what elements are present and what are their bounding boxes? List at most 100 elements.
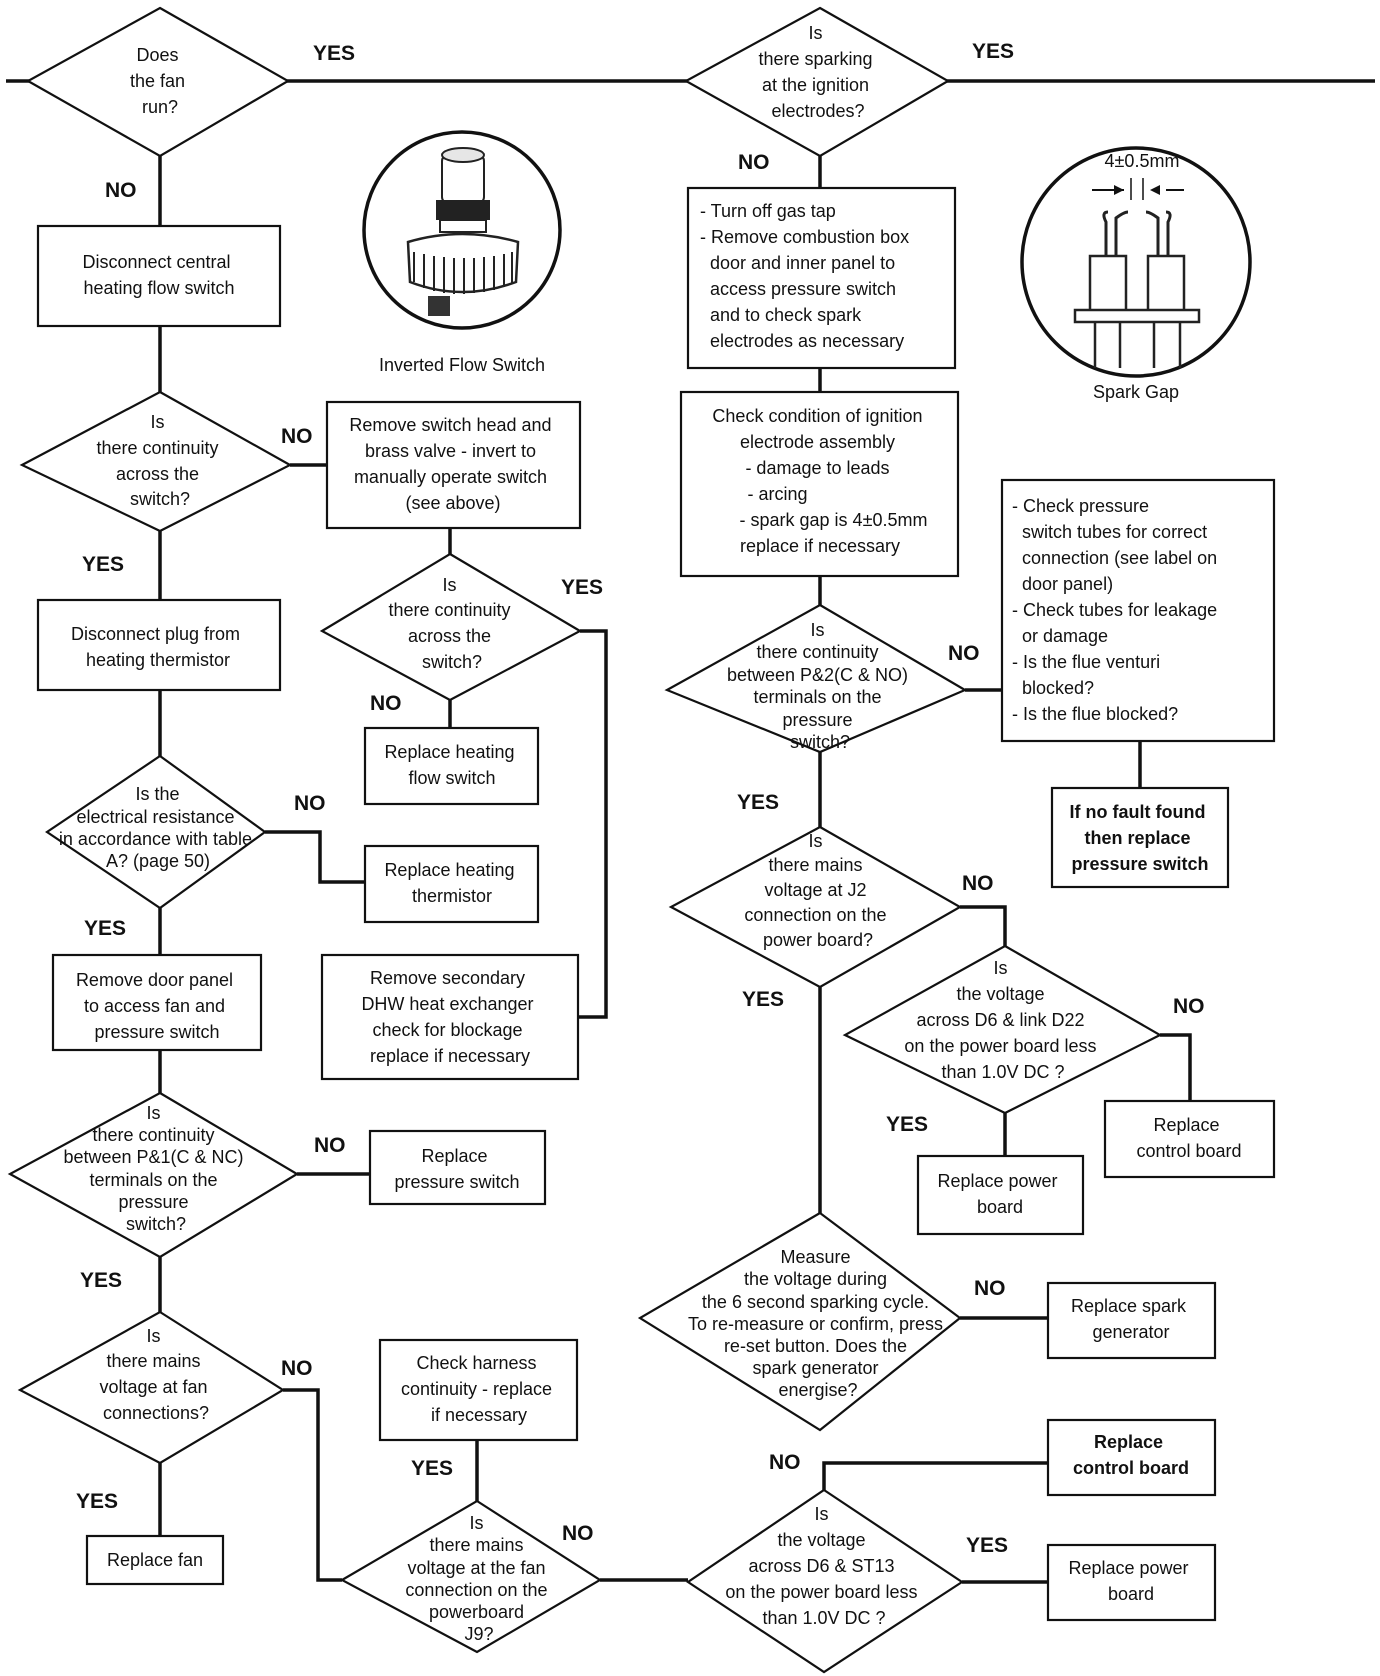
yes-label: YES — [561, 576, 603, 599]
no-label: NO — [948, 642, 980, 665]
box-no-fault-found-text: If no fault found then replace pressure … — [1070, 802, 1211, 874]
spark-gap-dimension: 4±0.5mm — [1105, 151, 1180, 171]
decision-fan-run — [25, 6, 291, 158]
no-label: NO — [962, 872, 994, 895]
no-label: NO — [769, 1451, 801, 1474]
yes-label: YES — [972, 40, 1014, 63]
yes-label: YES — [411, 1457, 453, 1480]
decision-mains-j9-text: Is there mains voltage at the fan connec… — [405, 1513, 552, 1644]
no-label: NO — [562, 1522, 594, 1545]
no-label: NO — [281, 425, 313, 448]
box-replace-control-board-1 — [1103, 1099, 1276, 1179]
box-turn-off-gas-text: - Turn off gas tap - Remove combustion b… — [0, 0, 944, 351]
flow-switch-icon — [406, 147, 520, 316]
yes-label: YES — [76, 1490, 118, 1513]
no-label: NO — [370, 692, 402, 715]
no-label: NO — [1173, 995, 1205, 1018]
box-replace-flow-switch — [363, 726, 540, 806]
box-check-tubes — [1000, 478, 1276, 743]
box-replace-spark-generator-text: Replace spark generator — [1071, 1296, 1191, 1342]
spark-gap-icon — [1073, 178, 1201, 368]
decision-continuity-p2-text: Is there continuity between P&2(C & NO) … — [727, 620, 913, 752]
box-replace-thermistor-text: Replace heating thermistor — [384, 860, 519, 906]
box-replace-spark-generator — [1046, 1281, 1217, 1360]
box-remove-secondary — [320, 953, 580, 1081]
decision-continuity-p1-text: Is there continuity between P&1(C & NC) … — [63, 1103, 248, 1234]
box-replace-power-board-1 — [916, 1154, 1085, 1236]
no-label: NO — [294, 792, 326, 815]
box-check-condition — [679, 390, 960, 578]
box-replace-power-board-2-text: Replace power board — [1068, 1558, 1193, 1604]
no-label: NO — [105, 179, 137, 202]
box-check-harness-text: Check harness continuity - replace if ne… — [401, 1353, 557, 1425]
decision-mains-fan — [17, 1310, 286, 1465]
box-check-tubes-text: - Check pressure switch tubes for correc… — [0, 0, 1252, 724]
yes-label: YES — [313, 42, 355, 65]
decision-fan-run-text: Does the fan run? — [130, 45, 190, 117]
yes-label: YES — [742, 988, 784, 1011]
yes-label: YES — [737, 791, 779, 814]
decision-mains-fan-text: Is there mains voltage at fan connection… — [99, 1326, 212, 1423]
box-replace-control-board-1-text: Replace control board — [1136, 1115, 1241, 1161]
yes-label: YES — [886, 1113, 928, 1136]
decision-d6-d22-text: Is the voltage across D6 & link D22 on t… — [904, 958, 1101, 1082]
box-replace-pressure-switch — [368, 1129, 547, 1206]
box-check-condition-text: Check condition of ignition electrode as… — [712, 406, 932, 556]
spark-gap-illustration: 4±0.5mm Spark Gap — [1020, 146, 1252, 402]
box-replace-pressure-switch-text: Replace pressure switch — [394, 1146, 519, 1192]
action-shapes — [36, 186, 1276, 1622]
decision-sparking — [683, 6, 951, 158]
spark-gap-caption: Spark Gap — [1093, 382, 1179, 402]
decision-continuity-p2 — [664, 603, 968, 754]
box-no-fault-found — [1050, 786, 1230, 889]
no-label: NO — [281, 1357, 313, 1380]
box-disconnect-flow-switch-text: Disconnect central heating flow switch — [82, 252, 235, 298]
no-label: NO — [738, 151, 770, 174]
decision-d6-st13-text: Is the voltage across D6 & ST13 on the p… — [725, 1504, 922, 1628]
no-label: NO — [974, 1277, 1006, 1300]
box-replace-fan-text: Replace fan — [107, 1550, 203, 1570]
decision-resistance — [45, 754, 267, 910]
edge-labels: YES YES NO NO NO YES YES NO NO YES NO YE… — [76, 40, 1205, 1557]
box-replace-power-board-1-text: Replace power board — [937, 1171, 1062, 1217]
decision-mains-j2 — [668, 825, 963, 989]
box-disconnect-flow-switch — [36, 224, 282, 328]
decision-sparking-text: Is there sparking at the ignition electr… — [758, 23, 877, 121]
box-replace-control-board-2-text: Replace control board — [1073, 1432, 1189, 1478]
decision-continuity-switch-text: Is there continuity across the switch? — [96, 412, 223, 509]
box-replace-power-board-2 — [1046, 1543, 1217, 1622]
box-disconnect-plug-text: Disconnect plug from heating thermistor — [71, 624, 245, 670]
box-disconnect-plug — [36, 598, 282, 692]
decision-d6-st13 — [686, 1488, 964, 1674]
decision-continuity-switch-2-text: Is there continuity across the switch? — [388, 575, 515, 672]
no-label: NO — [314, 1134, 346, 1157]
decision-continuity-p1 — [7, 1091, 300, 1259]
action-texts: Disconnect central heating flow switch R… — [0, 0, 1252, 1604]
box-remove-door-panel — [51, 953, 263, 1052]
yes-label: YES — [82, 553, 124, 576]
yes-label: YES — [84, 917, 126, 940]
box-replace-thermistor — [363, 844, 540, 924]
decision-spark-cycle-text: Measure the voltage during the 6 second … — [688, 1247, 948, 1400]
connector-lines — [6, 79, 1375, 1584]
box-remove-secondary-text: Remove secondary DHW heat exchanger chec… — [361, 968, 538, 1066]
box-check-harness — [378, 1338, 579, 1442]
decision-shapes — [7, 6, 1163, 1674]
inverted-flow-switch-illustration: Inverted Flow Switch — [362, 130, 562, 375]
box-replace-fan — [85, 1534, 225, 1586]
decision-resistance-text: Is the electrical resistance in accordan… — [59, 784, 257, 871]
decision-texts: Does the fan run? Is there sparking at t… — [59, 23, 1101, 1644]
decision-d6-d22 — [842, 944, 1163, 1115]
box-remove-door-panel-text: Remove door panel to access fan and pres… — [76, 970, 238, 1042]
flow-switch-caption: Inverted Flow Switch — [379, 355, 545, 375]
box-turn-off-gas — [686, 186, 957, 370]
box-replace-flow-switch-text: Replace heating flow switch — [384, 742, 519, 788]
decision-mains-j9 — [339, 1499, 603, 1654]
box-remove-switch-head — [325, 400, 582, 530]
decision-mains-j2-text: Is there mains voltage at J2 connection … — [744, 831, 891, 950]
yes-label: YES — [966, 1534, 1008, 1557]
box-replace-control-board-2 — [1046, 1418, 1217, 1497]
decision-continuity-switch-2 — [319, 552, 583, 702]
decision-continuity-switch — [19, 390, 293, 533]
